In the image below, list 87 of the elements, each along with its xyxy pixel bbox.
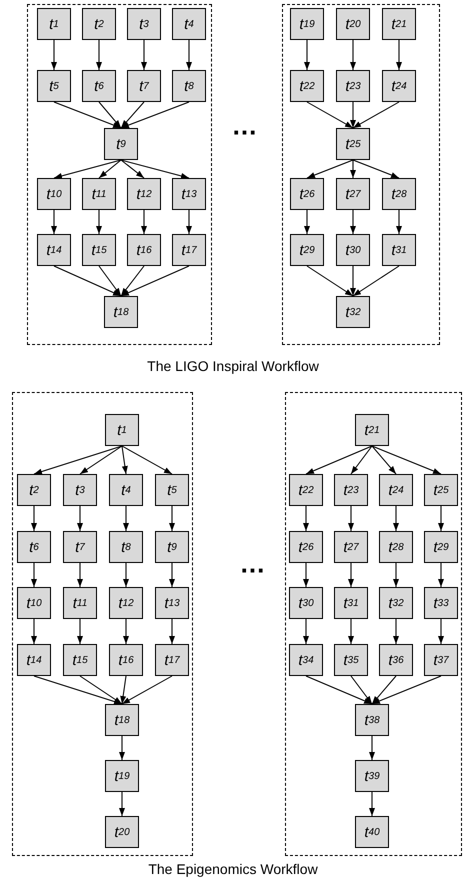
arrow (122, 446, 128, 474)
arrow (119, 792, 125, 816)
arrow (122, 676, 172, 704)
arrow (77, 562, 83, 588)
arrow (54, 266, 122, 296)
arrow (51, 40, 57, 70)
arrow (77, 618, 83, 644)
arrow (120, 102, 144, 128)
arrow (34, 676, 122, 704)
arrow (123, 562, 129, 588)
arrow (372, 446, 442, 474)
arrow (120, 266, 190, 296)
arrow (438, 618, 444, 644)
arrow (393, 506, 399, 532)
arrow (303, 562, 309, 588)
arrow (96, 40, 102, 70)
arrow (352, 102, 400, 128)
arrow (169, 618, 175, 644)
arrow (369, 736, 375, 760)
dashed-group-box (12, 392, 193, 856)
arrow (372, 676, 442, 704)
arrow (31, 506, 37, 532)
arrow (122, 446, 172, 474)
arrow (348, 506, 354, 532)
arrow (77, 506, 83, 532)
arrow (120, 102, 190, 128)
arrow (123, 506, 129, 532)
arrow (304, 40, 310, 70)
arrow (186, 40, 192, 70)
dashed-group-box (27, 4, 212, 345)
arrow (348, 562, 354, 588)
arrow (141, 210, 147, 234)
arrow (372, 676, 396, 704)
arrow (54, 102, 122, 128)
ellipsis: ... (232, 110, 258, 142)
arrow (350, 446, 372, 474)
caption: The Epigenomics Workflow (148, 861, 318, 877)
arrow (96, 210, 102, 234)
arrow (438, 562, 444, 588)
arrow (348, 618, 354, 644)
arrow (306, 102, 354, 128)
arrow (120, 160, 144, 178)
arrow (438, 506, 444, 532)
arrow (303, 506, 309, 532)
arrow (123, 618, 129, 644)
dashed-group-box (282, 4, 440, 345)
arrow (350, 160, 356, 178)
arrow (369, 792, 375, 816)
arrow (169, 506, 175, 532)
arrow (34, 446, 122, 474)
arrow (393, 562, 399, 588)
dashed-group-box (285, 392, 462, 856)
arrow (31, 562, 37, 588)
arrow (186, 210, 192, 234)
arrow (98, 102, 122, 128)
arrow (352, 266, 400, 296)
arrow (80, 446, 122, 474)
arrow (352, 160, 400, 178)
arrow (51, 210, 57, 234)
arrow (119, 736, 125, 760)
arrow (350, 102, 356, 128)
arrow (31, 618, 37, 644)
arrow (350, 40, 356, 70)
ellipsis: ... (240, 548, 266, 580)
arrow (306, 446, 372, 474)
arrow (393, 618, 399, 644)
arrow (98, 160, 122, 178)
arrow (350, 210, 356, 234)
arrow (350, 266, 356, 296)
arrow (98, 266, 122, 296)
arrow (120, 266, 144, 296)
arrow (169, 562, 175, 588)
arrow (120, 676, 126, 704)
arrow (306, 160, 354, 178)
arrow (396, 210, 402, 234)
arrow (120, 160, 190, 179)
arrow (396, 40, 402, 70)
arrow (372, 446, 396, 474)
arrow (306, 266, 354, 296)
arrow (350, 676, 372, 704)
arrow (80, 676, 122, 704)
caption: The LIGO Inspiral Workflow (147, 358, 319, 374)
arrow (54, 160, 122, 179)
arrow (306, 676, 372, 704)
arrow (303, 618, 309, 644)
arrow (304, 210, 310, 234)
arrow (141, 40, 147, 70)
